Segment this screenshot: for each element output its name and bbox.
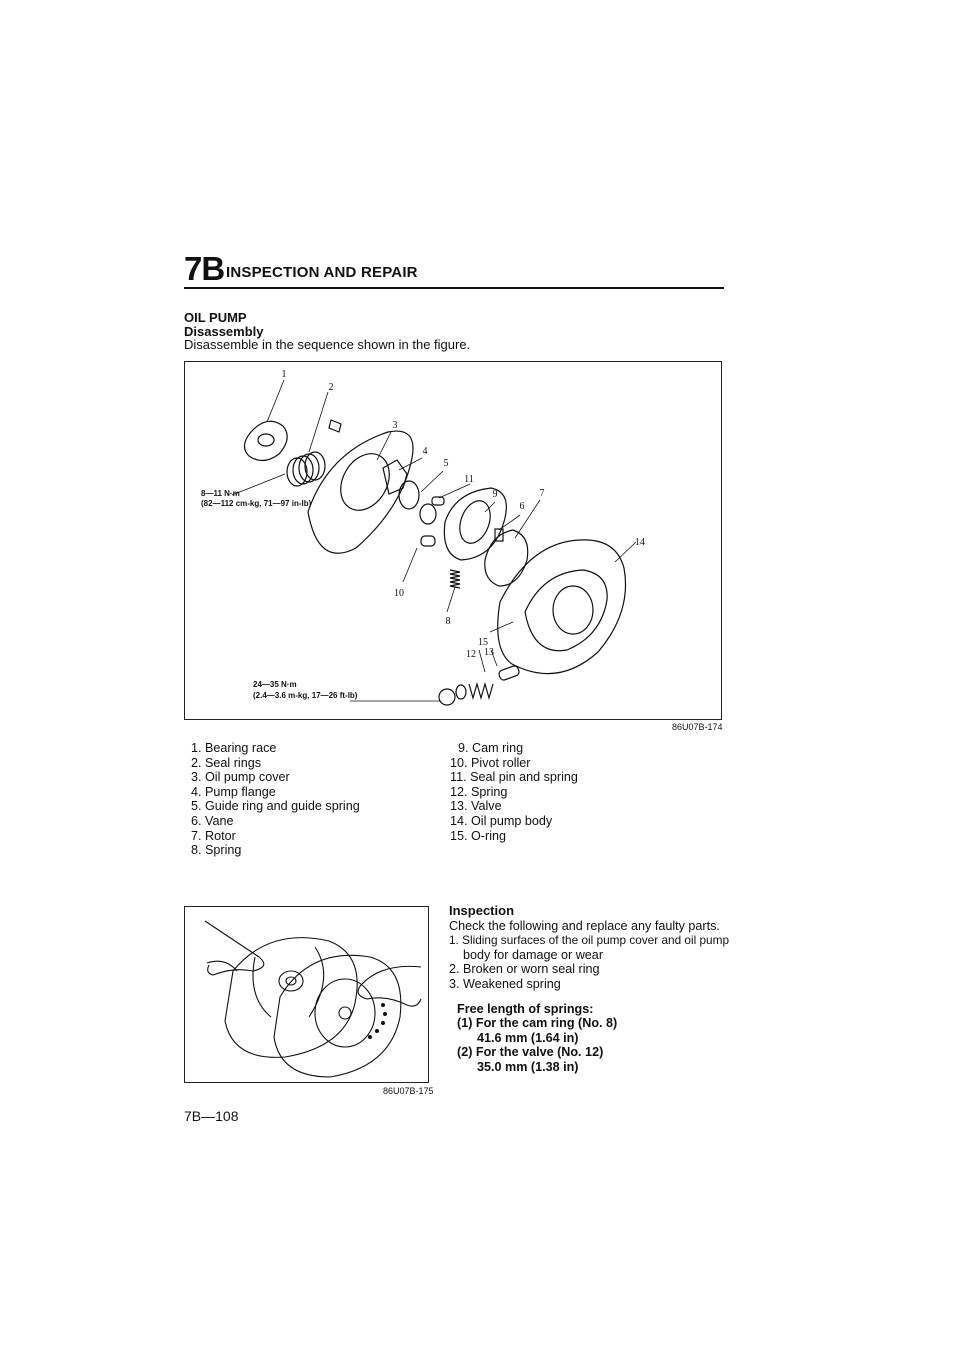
inspection-item-continued: body for damage or wear: [463, 947, 604, 962]
callout-11: 11: [464, 474, 474, 485]
callout-3: 3: [393, 420, 398, 431]
spec-label: (2) For the valve (No. 12): [457, 1045, 604, 1060]
list-item: 4. Pump flange: [191, 784, 276, 799]
figure1-code: 86U07B-174: [672, 722, 723, 732]
subsection-title: Disassembly: [184, 324, 264, 339]
intro-paragraph: Disassemble in the sequence shown in the…: [184, 337, 471, 352]
inspection-item: 1. Sliding surfaces of the oil pump cove…: [449, 933, 730, 948]
list-item: 11. Seal pin and spring: [450, 770, 578, 785]
list-item: 15. O-ring: [450, 828, 506, 843]
list-item: 9. Cam ring: [458, 741, 524, 755]
spacer: [449, 992, 739, 1002]
callout-4: 4: [423, 446, 428, 457]
spec-label: (1) For the cam ring (No. 8): [457, 1016, 618, 1031]
list-item: 12. Spring: [450, 784, 508, 799]
oil-pump-body-part: [497, 539, 627, 675]
callout-10: 10: [394, 588, 404, 599]
list-item: 6. Vane: [191, 813, 234, 828]
callout-7: 7: [540, 488, 545, 499]
list-item: 14. Oil pump body: [450, 813, 553, 828]
list-item: 8. Spring: [191, 843, 242, 858]
torque-bottom-line1: 24—35 N·m: [253, 680, 297, 689]
inspection-item: 3. Weakened spring: [449, 976, 561, 991]
callout-5: 5: [444, 458, 449, 469]
page-header-title: INSPECTION AND REPAIR: [226, 264, 418, 281]
inspection-intro: Check the following and replace any faul…: [449, 918, 720, 933]
inspection-drawing: [204, 920, 422, 1078]
callout-9: 9: [493, 489, 498, 500]
oil-pump-exploded-figure: 1 2 3 4 5 6 7 8 9 10 11 12 13 14 15 8—11…: [184, 361, 722, 720]
parts-list-right: 9. Cam ring 10. Pivot roller 11. Seal pi…: [450, 741, 578, 843]
torque-top-line1: 8—11 N·m: [201, 489, 240, 498]
list-item: 5. Guide ring and guide spring: [191, 799, 360, 814]
callout-1: 1: [282, 369, 287, 380]
section-code: 7B: [184, 250, 225, 287]
inspection-figure: [184, 906, 429, 1083]
header-rule: [184, 287, 724, 289]
callout-15: 15: [478, 637, 488, 648]
callout-13: 13: [484, 647, 494, 658]
callout-14: 14: [635, 537, 645, 548]
exploded-view-drawing: 1 2 3 4 5 6 7 8 9 10 11 12 13 14 15 8—11…: [201, 369, 645, 706]
callout-2: 2: [329, 382, 334, 393]
spec-heading: Free length of springs:: [457, 1001, 594, 1016]
list-item: 7. Rotor: [191, 828, 236, 843]
inspection-item: 2. Broken or worn seal ring: [449, 962, 600, 977]
oil-pump-cover-part: [307, 430, 414, 554]
figure2-code: 86U07B-175: [383, 1086, 434, 1096]
spec-value: 35.0 mm (1.38 in): [477, 1059, 579, 1074]
page-number: 7B—108: [184, 1108, 239, 1124]
list-item: 3. Oil pump cover: [191, 770, 290, 785]
callout-12: 12: [466, 649, 476, 660]
section-title: OIL PUMP: [184, 310, 247, 325]
callout-8: 8: [446, 616, 451, 627]
list-item: 13. Valve: [450, 799, 502, 814]
bearing-race-part: [243, 420, 288, 462]
list-item: 1. Bearing race: [191, 741, 277, 755]
inspection-section: Inspection Check the following and repla…: [449, 903, 739, 1075]
cam-ring-part: [443, 487, 507, 561]
inspection-heading: Inspection: [449, 903, 515, 918]
torque-top-line2: (82—112 cm-kg, 71—97 in-lb): [201, 499, 312, 508]
list-item: 2. Seal rings: [191, 755, 262, 770]
rotor-part: [484, 529, 529, 587]
parts-list-left: 1. Bearing race 2. Seal rings 3. Oil pum…: [191, 741, 360, 858]
spec-value: 41.6 mm (1.64 in): [477, 1030, 579, 1045]
torque-bottom-line2: (2.4—3.6 m-kg, 17—26 ft-lb): [253, 691, 358, 700]
callout-6: 6: [520, 501, 525, 512]
list-item: 10. Pivot roller: [450, 755, 531, 770]
